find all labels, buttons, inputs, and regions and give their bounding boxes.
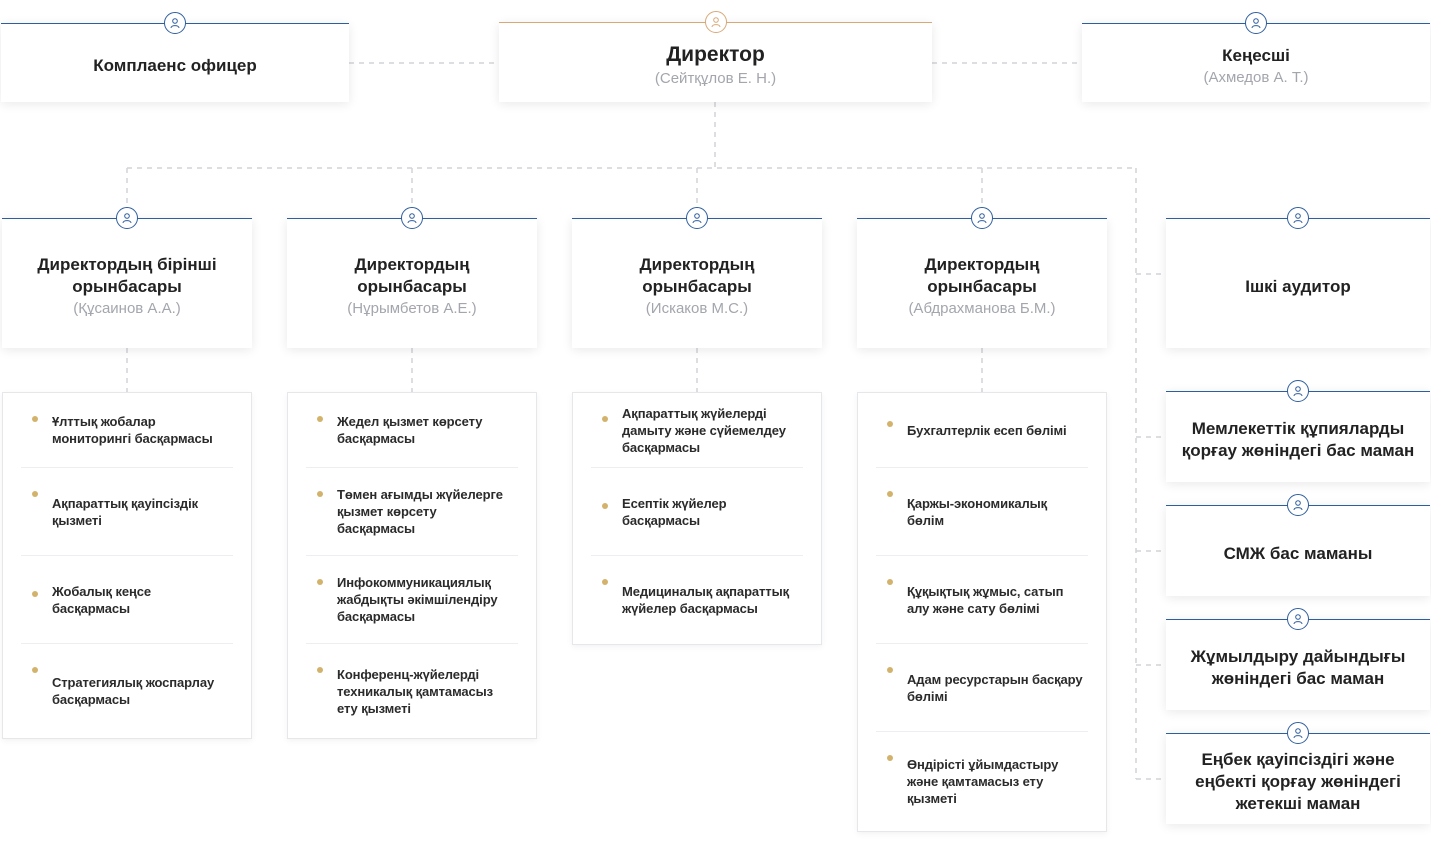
person-icon xyxy=(1245,12,1267,34)
department-label: Инфокоммуникациялық жабдықты әкімшіленді… xyxy=(337,575,498,624)
card-title: Мемлекеттік құпияларды қорғау жөніндегі … xyxy=(1181,419,1415,460)
card-person-name: (Құсаинов А.А.) xyxy=(73,300,181,317)
department-item: Төмен ағымды жүйелерге қызмет көрсету ба… xyxy=(306,468,518,556)
labor-safety-card: Еңбек қауіпсіздігі және еңбекті қорғау ж… xyxy=(1166,722,1430,824)
department-item: Инфокоммуникациялық жабдықты әкімшіленді… xyxy=(306,556,518,644)
department-item: Бухгалтерлік есеп бөлімі xyxy=(876,393,1088,468)
department-list-3: Ақпараттық жүйелерді дамыту және сүйемел… xyxy=(572,392,822,645)
deputy-card-4: Директордың орынбасары (Абдрахманова Б.М… xyxy=(857,207,1107,348)
mobilization-card: Жұмылдыру дайындығы жөніндегі бас маман xyxy=(1166,608,1430,710)
department-list-4: Бухгалтерлік есеп бөлімі Қаржы-экономика… xyxy=(857,392,1107,832)
department-item: Есептік жүйелер басқармасы xyxy=(591,468,803,556)
card-title: СМЖ бас маманы xyxy=(1223,544,1373,563)
card-person-name: (Сейтқұлов Е. Н.) xyxy=(654,70,777,87)
department-item: Ақпараттық қауіпсіздік қызметі xyxy=(21,468,233,556)
advisor-card: Кеңесші (Ахмедов А. Т.) xyxy=(1082,12,1430,102)
department-label: Қаржы-экономикалық бөлім xyxy=(907,495,1048,528)
bullet-dot xyxy=(887,667,893,673)
department-label: Есептік жүйелер басқармасы xyxy=(622,495,727,528)
bullet-dot xyxy=(887,421,893,427)
department-label: Жедел қызмет көрсету басқармасы xyxy=(337,414,483,446)
card-title: Директордың орынбасары xyxy=(354,255,470,296)
qms-specialist-card: СМЖ бас маманы xyxy=(1166,494,1430,596)
department-item: Құқықтық жұмыс, сатып алу және сату бөлі… xyxy=(876,556,1088,644)
department-item: Ақпараттық жүйелерді дамыту және сүйемел… xyxy=(591,393,803,468)
card-title: Директордың орынбасары xyxy=(639,255,755,296)
bullet-dot xyxy=(317,416,323,422)
card-title: Еңбек қауіпсіздігі және еңбекті қорғау ж… xyxy=(1195,750,1401,813)
card-person-name: (Ахмедов А. Т.) xyxy=(1203,68,1309,86)
department-item: Өндірісті ұйымдастыру және қамтамасыз ет… xyxy=(876,732,1088,831)
department-item: Конференц-жүйелерді техникалық қамтамасы… xyxy=(306,644,518,738)
department-label: Ұлттық жобалар мониторингі басқармасы xyxy=(52,414,213,446)
department-label: Медициналық ақпараттық жүйелер басқармас… xyxy=(622,584,789,616)
person-icon xyxy=(971,207,993,229)
department-list-2: Жедел қызмет көрсету басқармасы Төмен ағ… xyxy=(287,392,537,739)
bullet-dot xyxy=(887,491,893,497)
deputy-card-2: Директордың орынбасары (Нұрымбетов А.Е.) xyxy=(287,207,537,348)
department-label: Конференц-жүйелерді техникалық қамтамасы… xyxy=(337,666,494,716)
department-label: Бухгалтерлік есеп бөлімі xyxy=(907,422,1067,438)
department-label: Төмен ағымды жүйелерге қызмет көрсету ба… xyxy=(337,487,503,536)
card-person-name: (Нұрымбетов А.Е.) xyxy=(347,300,477,317)
state-secrets-card: Мемлекеттік құпияларды қорғау жөніндегі … xyxy=(1166,380,1430,482)
bullet-dot xyxy=(317,667,323,673)
person-icon xyxy=(1287,608,1309,630)
department-item: Қаржы-экономикалық бөлім xyxy=(876,468,1088,556)
department-list-1: Ұлттық жобалар мониторингі басқармасы Ақ… xyxy=(2,392,252,739)
department-label: Ақпараттық жүйелерді дамыту және сүйемел… xyxy=(622,405,786,455)
person-icon xyxy=(704,11,727,33)
bullet-dot xyxy=(887,755,893,761)
department-item: Адам ресурстарын басқару бөлімі xyxy=(876,644,1088,732)
compliance-card: Комплаенс офицер xyxy=(1,12,349,102)
deputy-card-3: Директордың орынбасары (Искаков М.С.) xyxy=(572,207,822,348)
bullet-dot xyxy=(32,590,38,597)
person-icon xyxy=(164,12,186,34)
person-icon xyxy=(1287,380,1309,402)
department-item: Стратегиялық жоспарлау басқармасы xyxy=(21,644,233,738)
person-icon xyxy=(686,207,708,229)
card-title: Жұмылдыру дайындығы жөніндегі бас маман xyxy=(1190,647,1406,688)
bullet-dot xyxy=(602,416,608,422)
deputy-card-1: Директордың бірінші орынбасары (Құсаинов… xyxy=(2,207,252,348)
person-icon xyxy=(1287,207,1309,229)
department-label: Ақпараттық қауіпсіздік қызметі xyxy=(52,495,199,528)
department-item: Жедел қызмет көрсету басқармасы xyxy=(306,393,518,468)
bullet-dot xyxy=(32,416,38,422)
department-label: Өндірісті ұйымдастыру және қамтамасыз ет… xyxy=(907,757,1059,806)
department-item: Ұлттық жобалар мониторингі басқармасы xyxy=(21,393,233,468)
department-item: Медициналық ақпараттық жүйелер басқармас… xyxy=(591,556,803,644)
department-label: Стратегиялық жоспарлау басқармасы xyxy=(52,675,215,707)
bullet-dot xyxy=(602,502,608,509)
bullet-dot xyxy=(32,667,38,673)
person-icon xyxy=(401,207,423,229)
person-icon xyxy=(1287,494,1309,516)
department-label: Құқықтық жұмыс, сатып алу және сату бөлі… xyxy=(907,583,1064,616)
card-title: Ішкі аудитор xyxy=(1245,276,1351,296)
bullet-dot xyxy=(602,579,608,585)
card-title: Директордың орынбасары xyxy=(924,255,1040,296)
department-label: Жобалық кеңсе басқармасы xyxy=(52,583,152,616)
card-person-name: (Абдрахманова Б.М.) xyxy=(908,300,1056,317)
card-title: Кеңесші xyxy=(1222,45,1290,65)
card-person-name: (Искаков М.С.) xyxy=(645,300,749,317)
department-item: Жобалық кеңсе басқармасы xyxy=(21,556,233,644)
bullet-dot xyxy=(32,491,38,497)
department-label: Адам ресурстарын басқару бөлімі xyxy=(907,671,1083,704)
bullet-dot xyxy=(317,579,323,585)
bullet-dot xyxy=(317,491,323,497)
director-card: Директор (Сейтқұлов Е. Н.) xyxy=(499,11,932,102)
bullet-dot xyxy=(887,579,893,585)
person-icon xyxy=(1287,722,1309,744)
card-title: Директор xyxy=(666,43,765,66)
card-title: Комплаенс офицер xyxy=(93,56,257,75)
person-icon xyxy=(116,207,138,229)
card-title: Директордың бірінші орынбасары xyxy=(37,255,217,296)
internal-auditor-card: Ішкі аудитор xyxy=(1166,207,1430,348)
